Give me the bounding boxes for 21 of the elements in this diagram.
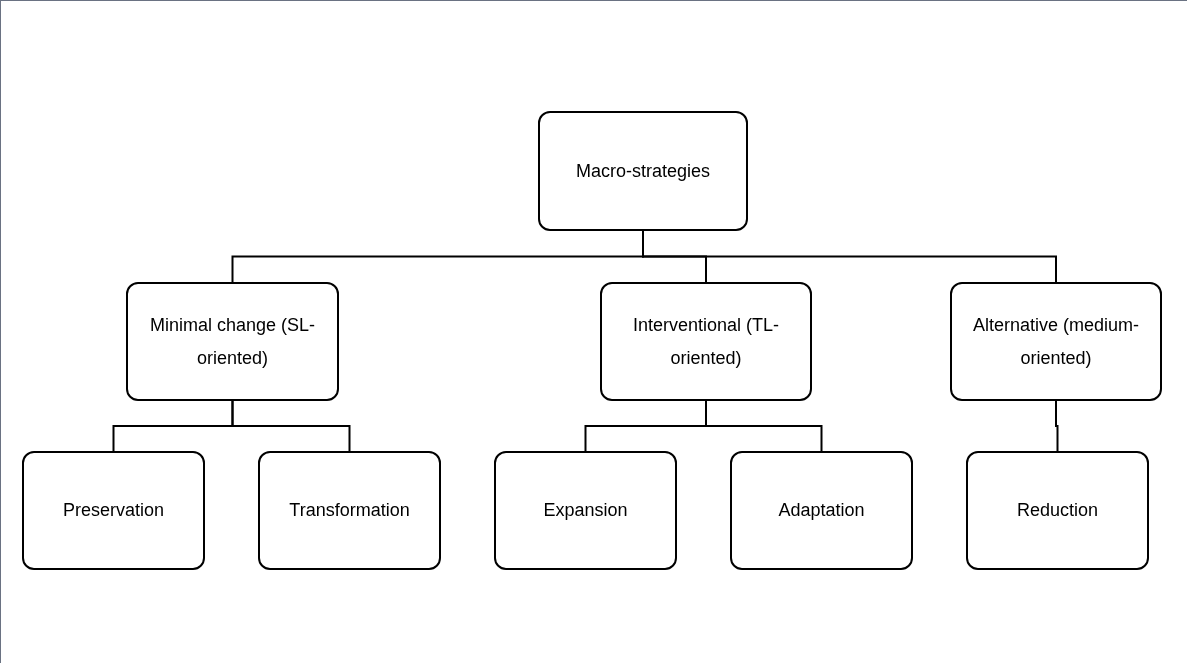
- process-box: [22, 451, 205, 570]
- box-label: Transformation: [289, 499, 410, 523]
- connector-line: [705, 400, 823, 452]
- box-label: Reduction: [1016, 499, 1099, 523]
- box-label: Adaptation: [778, 499, 865, 523]
- box-label: Expansion: [543, 499, 628, 523]
- box-label: Minimal change (SL-oriented): [148, 314, 317, 370]
- box-label: Preservation: [62, 499, 165, 523]
- process-box: [258, 451, 441, 570]
- process-box: [494, 451, 677, 570]
- process-box: [600, 282, 812, 401]
- box-label: Alternative (medium-oriented): [972, 314, 1140, 370]
- process-box: [730, 451, 913, 570]
- process-box: [538, 111, 748, 231]
- connector-line: [231, 400, 351, 452]
- box-label: Macro-strategies: [575, 159, 710, 183]
- connector-line: [1055, 400, 1059, 452]
- process-box: [950, 282, 1162, 401]
- process-box: [126, 282, 339, 401]
- process-box: [966, 451, 1149, 570]
- box-label: Interventional (TL-oriented): [631, 314, 781, 370]
